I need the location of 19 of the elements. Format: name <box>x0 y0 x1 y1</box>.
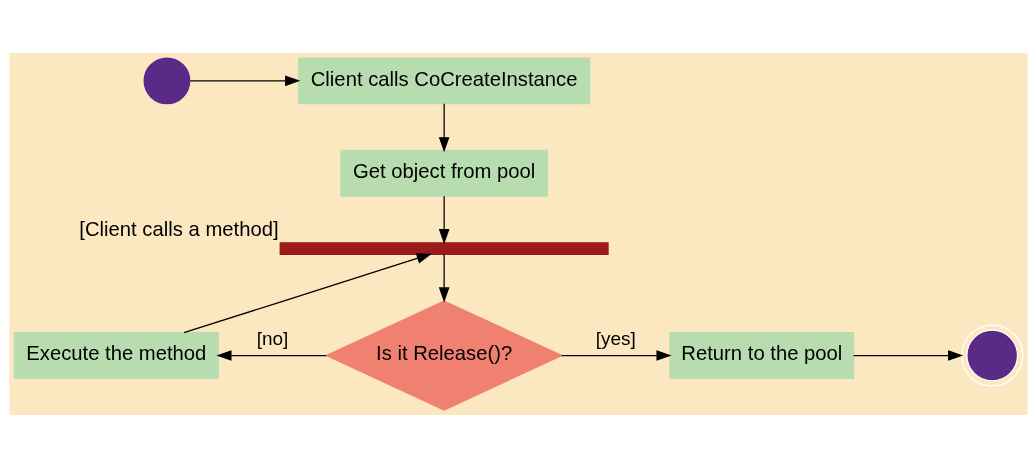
node-bar <box>279 241 609 255</box>
node-box: Execute the method <box>13 331 219 379</box>
arrow <box>560 349 672 361</box>
arrow <box>852 349 963 361</box>
node-box: Return to the pool <box>668 331 854 379</box>
arrow <box>438 253 449 302</box>
arrow <box>189 75 300 86</box>
node-circle <box>960 324 1023 387</box>
arrow <box>438 102 449 152</box>
arrow <box>182 252 432 333</box>
node-box: Get object from pool <box>339 149 548 197</box>
arrow <box>215 349 327 361</box>
node-box: Client calls CoCreateInstance <box>297 56 590 104</box>
node-diamond: Is it Release()? <box>324 299 563 411</box>
edge-label: [no] <box>256 327 288 349</box>
node-circle <box>143 56 190 104</box>
edge-label: [yes] <box>595 327 636 349</box>
arrow <box>438 195 449 244</box>
node-label: [Client calls a method] <box>78 217 279 240</box>
